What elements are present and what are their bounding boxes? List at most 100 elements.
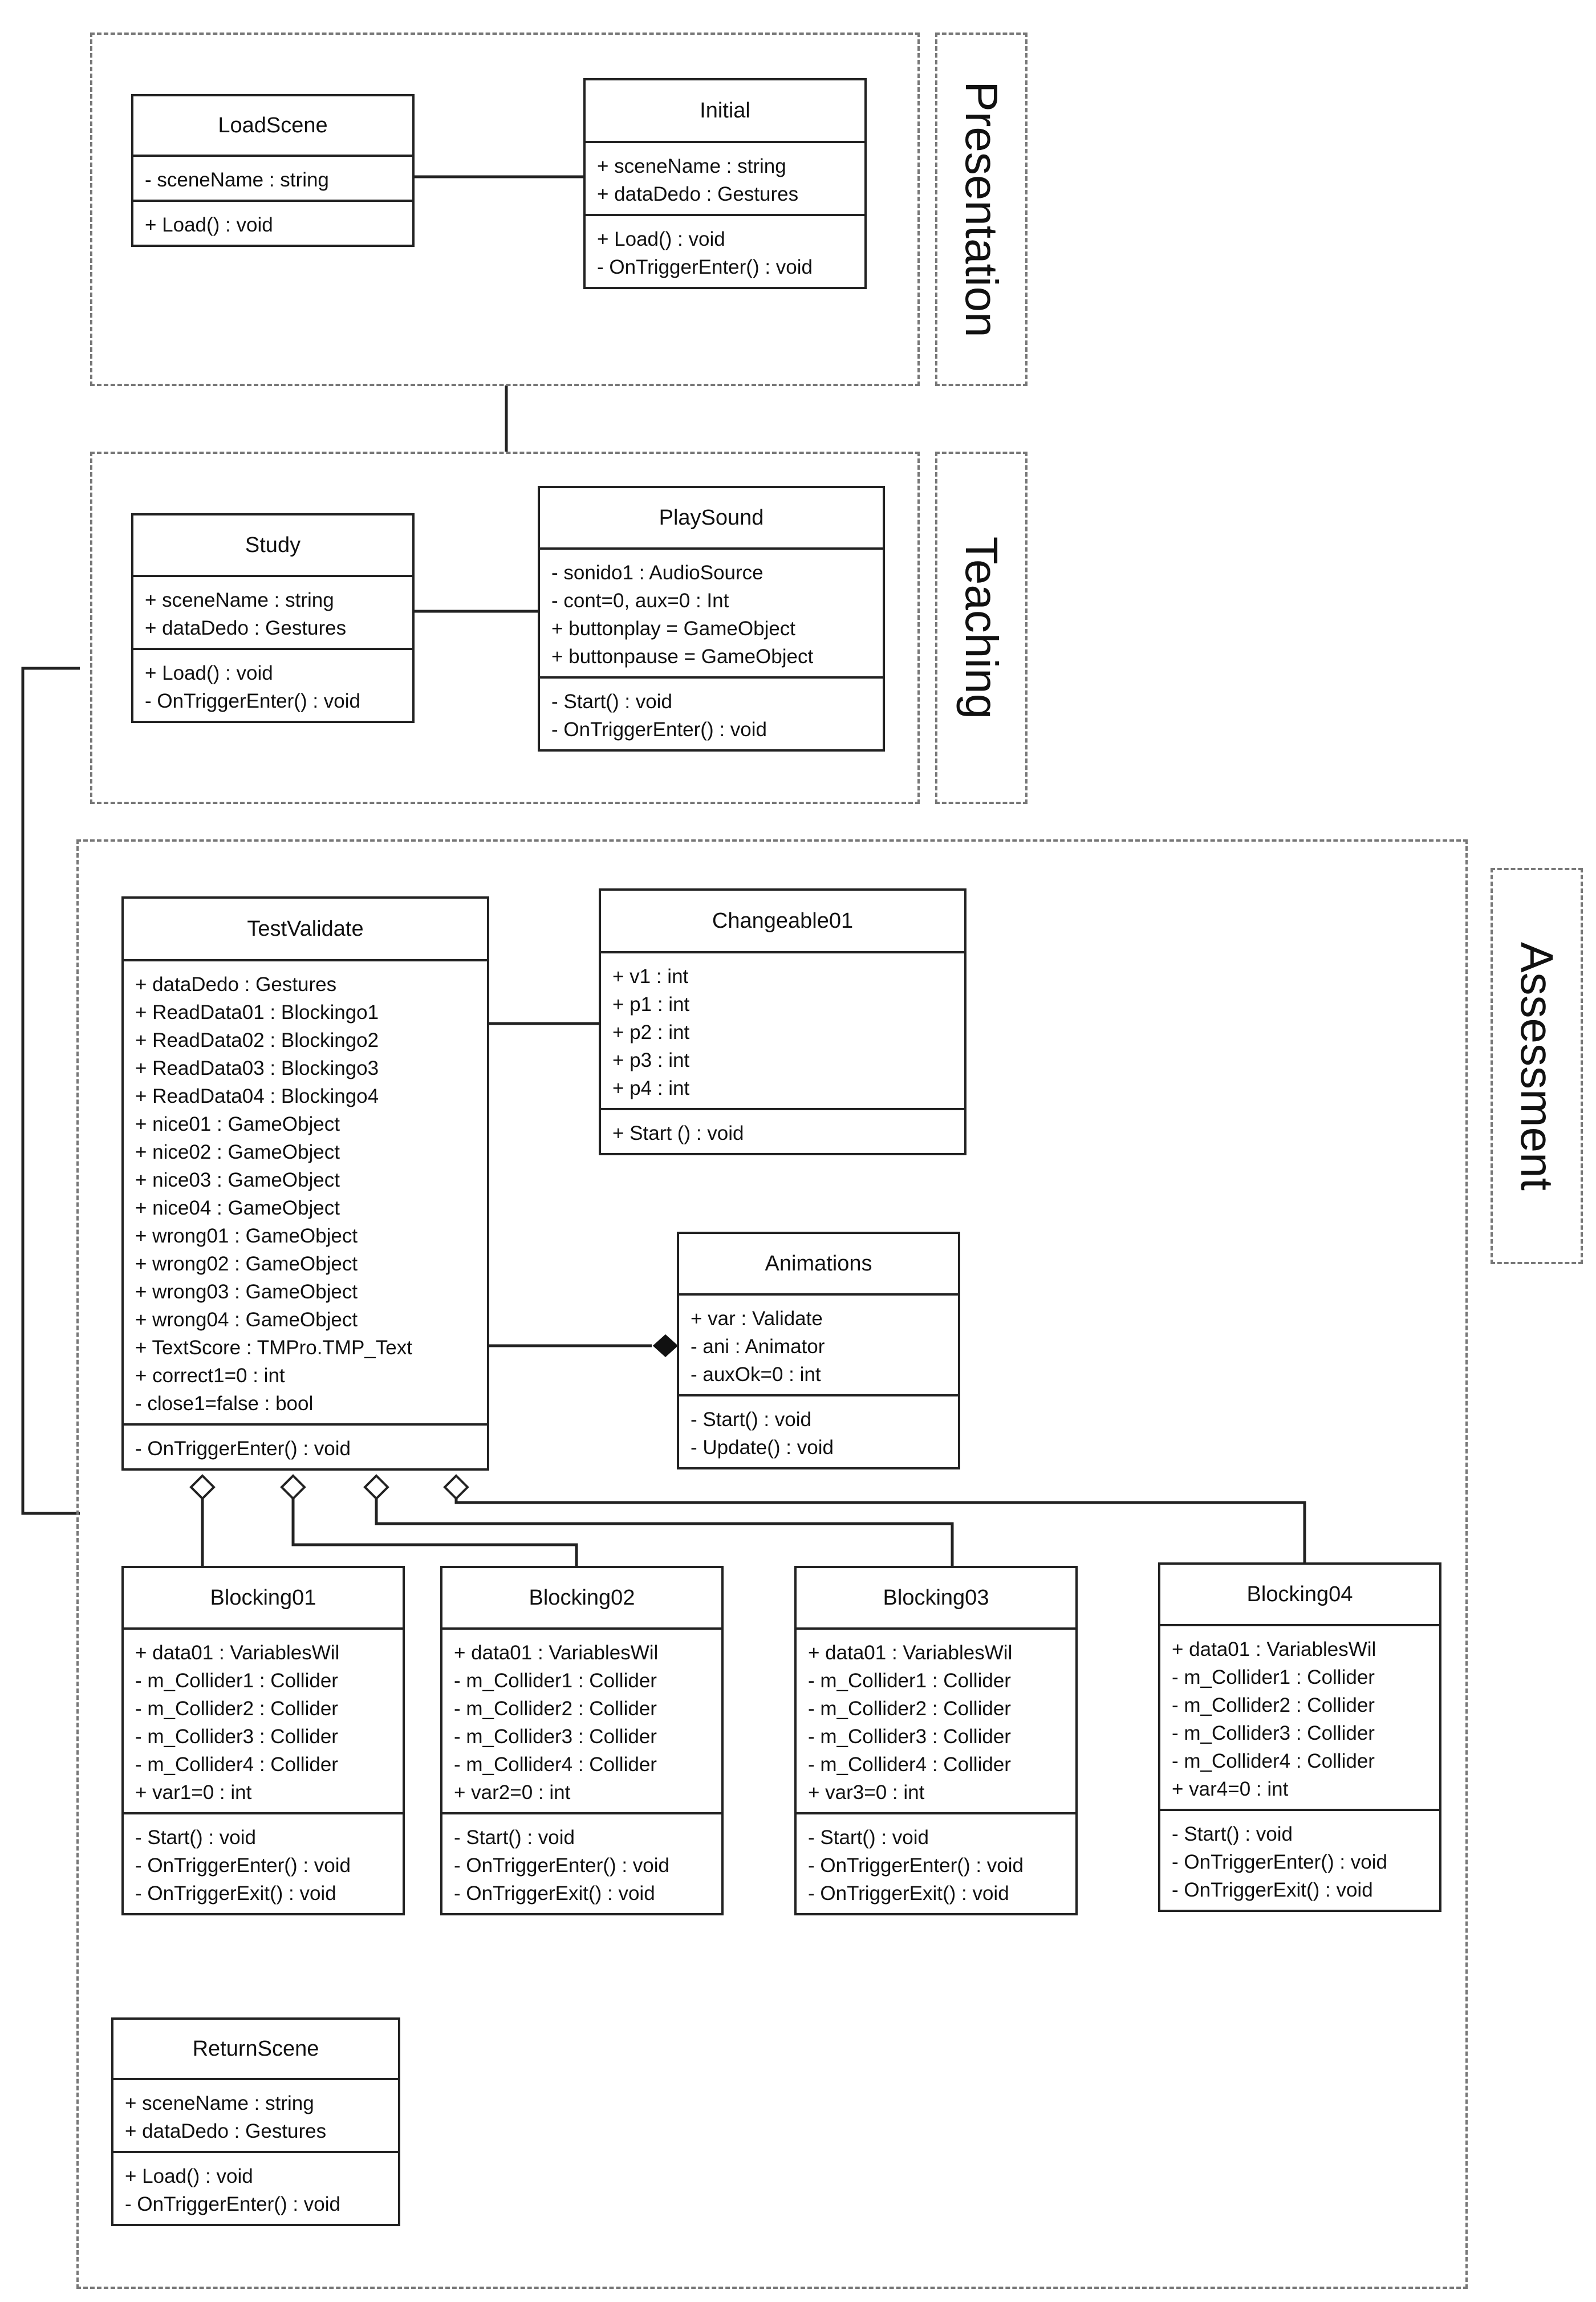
operation: - Start() : void	[691, 1408, 811, 1431]
attribute: + data01 : VariablesWil	[1172, 1638, 1376, 1660]
class-attributes: + sceneName : string + dataDedo : Gestur…	[133, 577, 412, 650]
attribute: + var3=0 : int	[808, 1781, 925, 1804]
attribute: + wrong03 : GameObject	[135, 1281, 358, 1303]
aggregation-line-blocking04	[454, 1499, 1306, 1562]
attribute: - close1=false : bool	[135, 1392, 314, 1415]
attribute: + wrong04 : GameObject	[135, 1309, 358, 1331]
class-operations: + Load() : void - OnTriggerEnter() : voi…	[113, 2153, 398, 2224]
operation: - Start() : void	[1172, 1823, 1293, 1845]
class-name: Blocking01	[124, 1568, 403, 1630]
attribute: - m_Collider1 : Collider	[454, 1670, 657, 1692]
operation: - Start() : void	[808, 1826, 929, 1849]
attribute: + p3 : int	[612, 1049, 690, 1071]
attribute: + p4 : int	[612, 1077, 690, 1099]
class-blocking03: Blocking03 + data01 : VariablesWil - m_C…	[794, 1566, 1078, 1915]
package-assessment	[76, 839, 1468, 2289]
class-attributes: + sceneName : string + dataDedo : Gestur…	[113, 2080, 398, 2153]
attribute: - m_Collider1 : Collider	[808, 1670, 1011, 1692]
attribute: - m_Collider3 : Collider	[135, 1726, 338, 1748]
class-blocking02: Blocking02 + data01 : VariablesWil - m_C…	[440, 1566, 724, 1915]
attribute: - m_Collider4 : Collider	[808, 1753, 1011, 1776]
operation: - Start() : void	[551, 691, 672, 713]
operation: - OnTriggerEnter() : void	[135, 1854, 351, 1877]
class-operations: + Start () : void	[601, 1110, 964, 1153]
class-blocking01: Blocking01 + data01 : VariablesWil - m_C…	[121, 1566, 405, 1915]
attribute: + data01 : VariablesWil	[454, 1642, 659, 1664]
attribute: + ReadData02 : Blockingo2	[135, 1029, 379, 1051]
attribute: - m_Collider4 : Collider	[1172, 1750, 1375, 1772]
operation: - OnTriggerEnter() : void	[125, 2193, 340, 2215]
class-operations: + Load() : void - OnTriggerEnter() : voi…	[586, 216, 864, 287]
package-label-assessment: Assessment	[1491, 868, 1583, 1264]
attribute: - m_Collider3 : Collider	[808, 1726, 1011, 1748]
class-name: Animations	[679, 1234, 958, 1296]
attribute: - m_Collider2 : Collider	[808, 1698, 1011, 1720]
class-name: LoadScene	[133, 96, 412, 157]
class-attributes: + var : Validate - ani : Animator - auxO…	[679, 1296, 958, 1396]
aggregation-diamond-blocking02	[280, 1474, 306, 1500]
package-label-teaching: Teaching	[935, 452, 1028, 804]
operation: - OnTriggerEnter() : void	[145, 690, 360, 712]
attribute: - cont=0, aux=0 : Int	[551, 590, 729, 612]
class-name: Blocking02	[442, 1568, 721, 1630]
class-loadscene: LoadScene - sceneName : string + Load() …	[131, 94, 415, 247]
attribute: + buttonplay = GameObject	[551, 618, 796, 640]
class-blocking04: Blocking04 + data01 : VariablesWil - m_C…	[1158, 1562, 1441, 1912]
class-operations: - Start() : void - OnTriggerEnter() : vo…	[124, 1814, 403, 1913]
attribute: - m_Collider4 : Collider	[135, 1753, 338, 1776]
attribute: + var2=0 : int	[454, 1781, 571, 1804]
attribute: - sceneName : string	[145, 169, 329, 191]
class-attributes: - sceneName : string	[133, 157, 412, 202]
operation: - Update() : void	[691, 1436, 834, 1459]
attribute: - sonido1 : AudioSource	[551, 562, 764, 584]
aggregation-diamond-blocking03	[363, 1474, 389, 1500]
aggregation-line-blocking02	[291, 1499, 578, 1566]
package-label-presentation: Presentation	[935, 33, 1028, 386]
class-attributes: + data01 : VariablesWil - m_Collider1 : …	[442, 1630, 721, 1814]
operation: + Load() : void	[125, 2165, 253, 2187]
attribute: + var : Validate	[691, 1308, 823, 1330]
attribute: + ReadData04 : Blockingo4	[135, 1085, 379, 1107]
package-title-assessment: Assessment	[1512, 941, 1562, 1191]
operation: + Load() : void	[145, 662, 273, 684]
operation: - OnTriggerExit() : void	[454, 1882, 655, 1905]
attribute: - m_Collider2 : Collider	[135, 1698, 338, 1720]
class-attributes: + dataDedo : Gestures + ReadData01 : Blo…	[124, 961, 487, 1426]
attribute: - auxOk=0 : int	[691, 1363, 821, 1386]
class-name: Study	[133, 515, 412, 577]
attribute: - m_Collider1 : Collider	[1172, 1666, 1375, 1688]
class-operations: - Start() : void - OnTriggerEnter() : vo…	[442, 1814, 721, 1913]
class-changeable01: Changeable01 + v1 : int + p1 : int + p2 …	[599, 888, 966, 1155]
operation: - OnTriggerEnter() : void	[135, 1438, 351, 1460]
class-playsound: PlaySound - sonido1 : AudioSource - cont…	[538, 486, 885, 752]
operation: - OnTriggerEnter() : void	[1172, 1851, 1387, 1873]
class-name: Blocking04	[1160, 1565, 1439, 1626]
operation: - OnTriggerEnter() : void	[597, 256, 813, 278]
operation: - OnTriggerExit() : void	[1172, 1879, 1373, 1901]
class-operations: - Start() : void - OnTriggerEnter() : vo…	[540, 679, 883, 749]
class-name: Initial	[586, 80, 864, 143]
operation: - OnTriggerEnter() : void	[454, 1854, 669, 1877]
attribute: + nice04 : GameObject	[135, 1197, 340, 1219]
operation: - OnTriggerEnter() : void	[808, 1854, 1024, 1877]
class-operations: - Start() : void - OnTriggerEnter() : vo…	[797, 1814, 1075, 1913]
attribute: + nice01 : GameObject	[135, 1113, 340, 1135]
package-title-teaching: Teaching	[956, 536, 1007, 720]
attribute: + correct1=0 : int	[135, 1365, 285, 1387]
operation: - Start() : void	[454, 1826, 575, 1849]
operation: + Load() : void	[597, 228, 725, 250]
class-attributes: - sonido1 : AudioSource - cont=0, aux=0 …	[540, 550, 883, 679]
class-testvalidate: TestValidate + dataDedo : Gestures + Rea…	[121, 896, 489, 1471]
attribute: + sceneName : string	[597, 155, 786, 177]
attribute: + sceneName : string	[125, 2092, 314, 2114]
attribute: - m_Collider1 : Collider	[135, 1670, 338, 1692]
operation: - OnTriggerEnter() : void	[551, 718, 767, 741]
class-returnscene: ReturnScene + sceneName : string + dataD…	[111, 2017, 400, 2226]
attribute: + nice02 : GameObject	[135, 1141, 340, 1163]
package-teaching	[90, 452, 920, 804]
attribute: - ani : Animator	[691, 1335, 825, 1358]
aggregation-line-blocking03	[375, 1499, 954, 1566]
attribute: + ReadData01 : Blockingo1	[135, 1001, 379, 1024]
attribute: + dataDedo : Gestures	[125, 2120, 327, 2142]
attribute: + dataDedo : Gestures	[597, 183, 799, 205]
